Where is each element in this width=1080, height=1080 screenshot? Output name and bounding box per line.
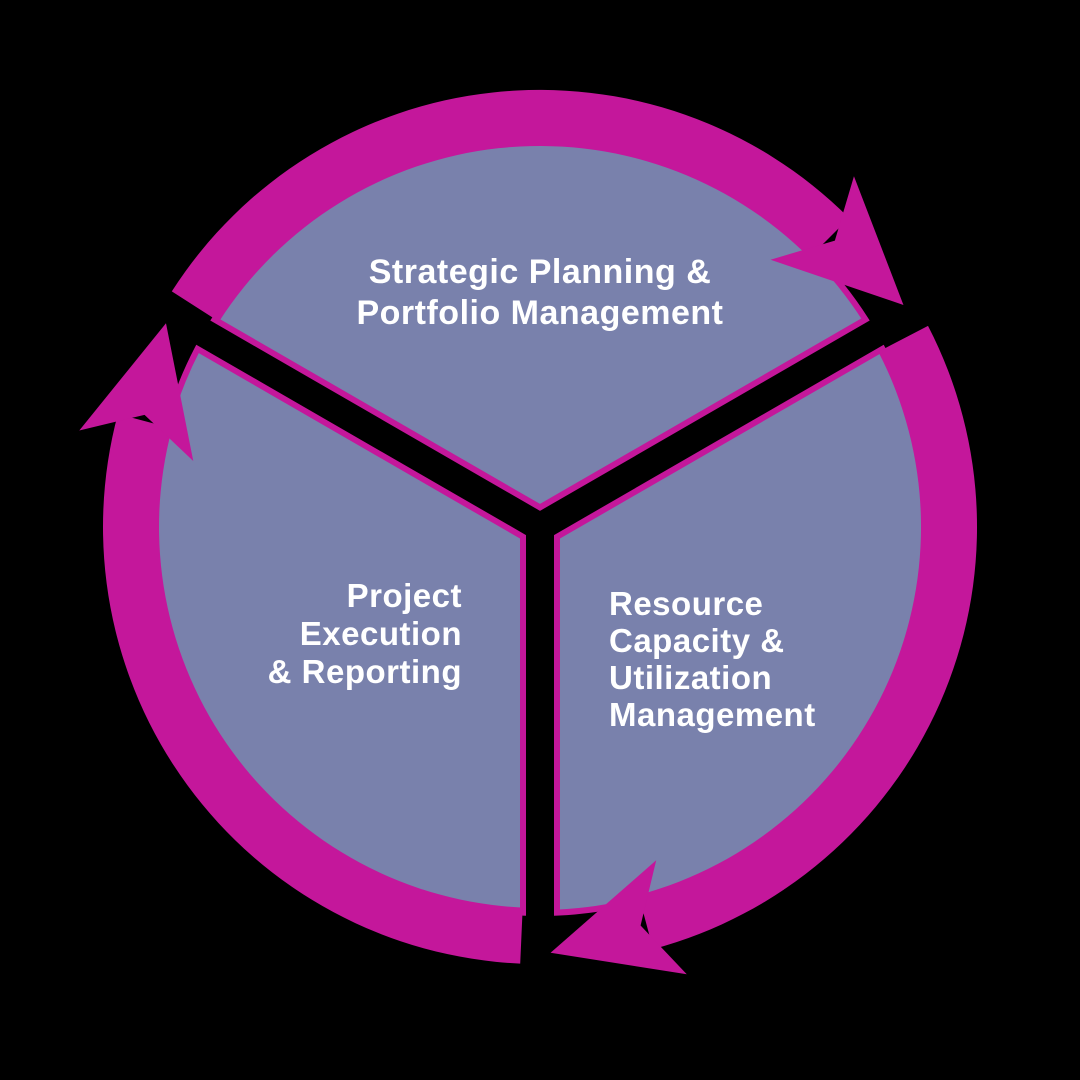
arc-top <box>171 89 850 322</box>
segment-right-label-line: Utilization <box>609 659 773 696</box>
segment-top-label-line: Strategic Planning & <box>368 253 712 291</box>
segment-left-label-line: Project <box>346 577 462 614</box>
segment-right-label: Resource Capacity & Utilization Manageme… <box>609 585 889 733</box>
arc-left <box>102 413 523 964</box>
segment-left-label: Project Execution & Reporting <box>212 577 462 691</box>
segment-right-label-line: Capacity & <box>609 622 785 659</box>
arrowhead-bottom-icon <box>550 860 687 975</box>
segment-left-label-line: & Reporting <box>267 653 462 690</box>
arrowhead-top-right-icon <box>770 176 904 305</box>
segment-top-label-line: Portfolio Management <box>356 294 724 332</box>
segment-top-label: Strategic Planning & Portfolio Managemen… <box>260 252 820 334</box>
segment-right-label-line: Management <box>609 696 816 733</box>
segment-right-label-line: Resource <box>609 585 764 622</box>
segment-left-label-line: Execution <box>299 615 462 652</box>
arrowhead-top-left-icon <box>79 323 194 462</box>
arc-right <box>638 325 978 950</box>
